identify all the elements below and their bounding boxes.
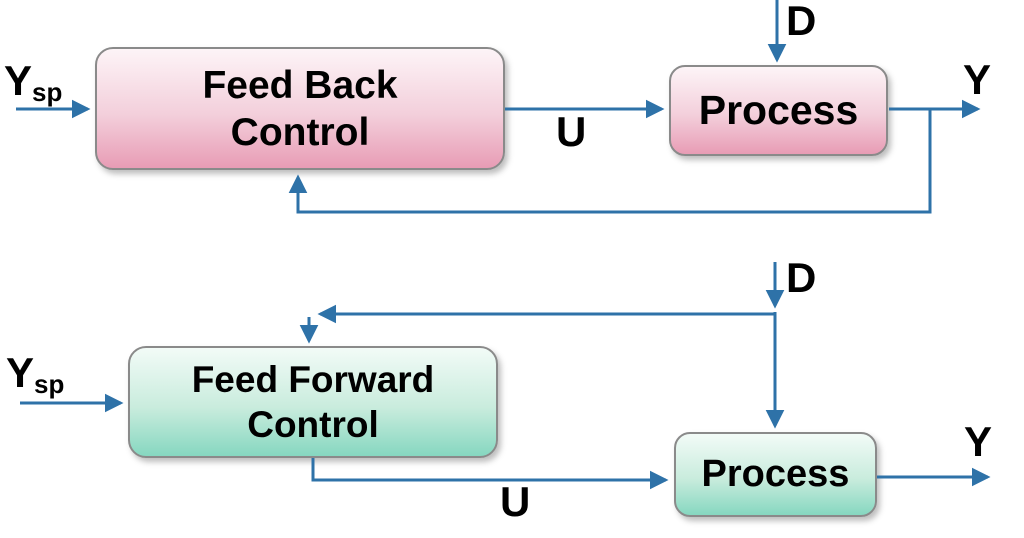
process-label-top: Process: [698, 87, 859, 133]
setpoint-subscript-top: sp: [32, 77, 63, 107]
feedforward-controller-label: Feed Forward Control: [191, 359, 435, 445]
process-box-bottom: Process: [674, 432, 877, 517]
feedback-controller-box: Feed Back Control: [95, 47, 505, 170]
feedforward-controller-box: Feed Forward Control: [128, 346, 498, 458]
disturbance-label-top: D: [786, 0, 817, 44]
output-label-bottom: Y: [964, 418, 993, 465]
setpoint-label-bottom: Ysp: [6, 349, 65, 399]
control-signal-label-top: U: [556, 108, 587, 155]
control-signal-label-bottom: U: [500, 478, 531, 525]
setpoint-label-top: Ysp: [4, 57, 63, 107]
feedback-controller-label: Feed Back Control: [202, 63, 398, 154]
setpoint-subscript-bottom: sp: [34, 369, 65, 399]
process-box-top: Process: [669, 65, 888, 156]
process-label-bottom: Process: [701, 453, 850, 495]
disturbance-label-bottom: D: [786, 254, 817, 301]
controller-to-process-wire-bottom: [311, 458, 669, 490]
output-label-top: Y: [963, 56, 992, 103]
